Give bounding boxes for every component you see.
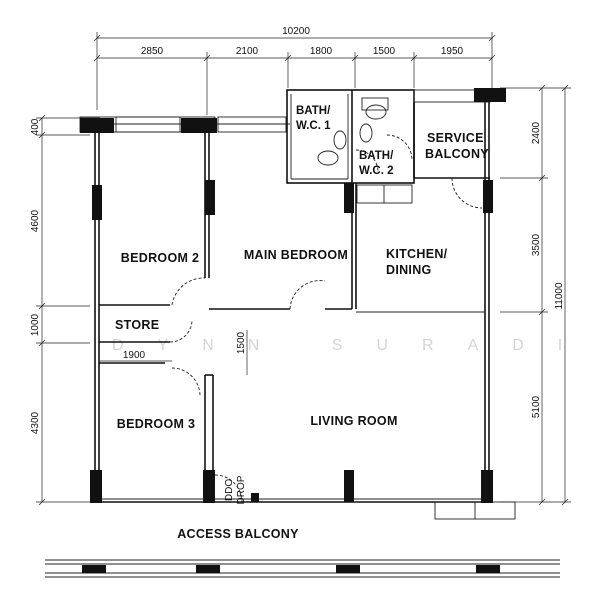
room-labels: BEDROOM 2 MAIN BEDROOM KITCHEN/ DINING S…: [115, 105, 489, 541]
label-refuse-chute-2: DROP: [236, 475, 247, 504]
label-access-balcony: ACCESS BALCONY: [177, 527, 299, 541]
label-bath-2-line2: W.C. 2: [359, 165, 394, 177]
dimension-labels: 10200 2850 2100 1800 1500 1950 400 4600 …: [30, 26, 565, 434]
dim-corridor: 1500: [236, 331, 247, 354]
label-bath-1-line2: W.C. 1: [296, 120, 331, 132]
structural-columns: [80, 88, 506, 573]
dimension-lines: [36, 32, 571, 506]
dim-top-4: 1500: [373, 46, 396, 57]
label-service-line2: BALCONY: [425, 147, 489, 161]
dim-right-3: 5100: [531, 395, 542, 418]
dim-right-total: 11000: [554, 282, 565, 310]
label-main-bedroom: MAIN BEDROOM: [244, 248, 348, 262]
label-refuse-chute: DDO: [224, 479, 235, 501]
dim-left-1: 400: [30, 118, 41, 135]
label-kitchen-line2: DINING: [386, 263, 432, 277]
bathroom-fixtures: [317, 97, 389, 166]
doors: [169, 134, 483, 503]
dim-left-4: 4300: [30, 411, 41, 434]
label-kitchen-line1: KITCHEN/: [386, 247, 448, 261]
watermark: DYNN SURADI: [112, 337, 596, 354]
label-service-line1: SERVICE: [427, 131, 484, 145]
dim-top-3: 1800: [310, 46, 333, 57]
label-bedroom-2: BEDROOM 2: [121, 251, 199, 265]
dim-store-width: 1900: [123, 350, 146, 361]
dim-top-5: 1950: [441, 46, 464, 57]
dim-left-3: 1000: [30, 313, 41, 336]
label-bedroom-3: BEDROOM 3: [117, 417, 195, 431]
dim-top-1: 2850: [141, 46, 164, 57]
label-living-room: LIVING ROOM: [310, 414, 397, 428]
dim-left-2: 4600: [30, 209, 41, 232]
label-bath-1-line1: BATH/: [296, 105, 331, 117]
dim-top-2: 2100: [236, 46, 259, 57]
dim-total-width: 10200: [282, 26, 310, 37]
dim-right-1: 2400: [531, 121, 542, 144]
walls: [45, 89, 560, 578]
dim-right-2: 3500: [531, 233, 542, 256]
label-bath-2-line1: BATH/: [359, 150, 394, 162]
label-store: STORE: [115, 318, 159, 332]
